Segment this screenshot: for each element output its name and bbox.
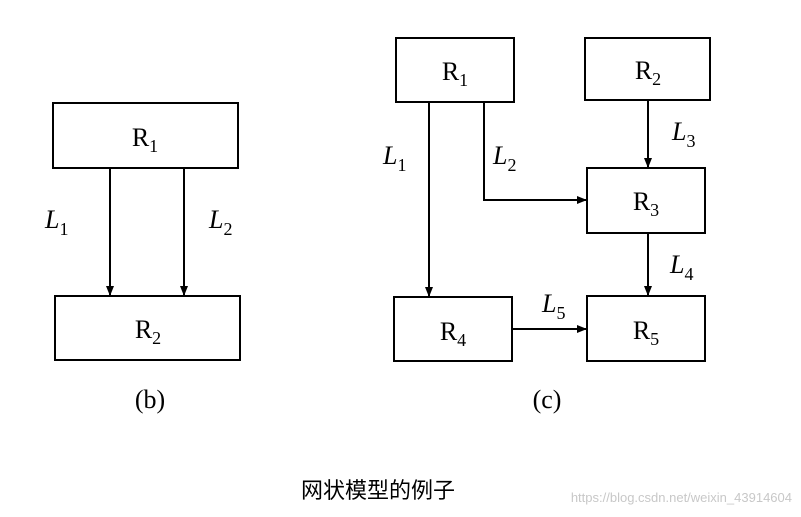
node-b-r2-box xyxy=(54,295,241,361)
panel-c-label: (c) xyxy=(533,385,562,414)
node-b-r2-label: R2 xyxy=(135,315,161,348)
edge-b-l1-label: L1 xyxy=(44,205,68,239)
node-c-r3-box xyxy=(586,167,706,234)
node-c-r2-label: R2 xyxy=(635,56,661,89)
node-b-r1-label: R1 xyxy=(132,123,158,156)
node-c-r1-box xyxy=(395,37,515,103)
edge-c-l2-arrow xyxy=(483,102,587,204)
node-c-r5-box xyxy=(586,295,706,362)
edge-c-l5-label: L5 xyxy=(541,289,565,323)
edge-c-l2-label: L2 xyxy=(492,141,516,175)
watermark-text: https://blog.csdn.net/weixin_43914604 xyxy=(571,490,792,505)
node-c-r4-label: R4 xyxy=(440,317,466,350)
node-c-r5-label: R5 xyxy=(633,316,659,349)
panel-b-label: (b) xyxy=(135,385,165,414)
node-b-r1-box xyxy=(52,102,239,169)
node-c-r1-label: R1 xyxy=(442,57,468,90)
edge-b-l2-label: L2 xyxy=(208,205,232,239)
edge-c-l4-label: L4 xyxy=(669,250,693,284)
node-c-r3-label: R3 xyxy=(633,187,659,220)
figure-caption: 网状模型的例子 xyxy=(301,479,455,504)
diagram-c: R1 R2 R3 R4 R5 L1 L2 L3 L4 L5 (c) xyxy=(382,37,711,414)
edge-c-l3-label: L3 xyxy=(671,117,695,151)
edge-c-l1-label: L1 xyxy=(382,141,406,175)
diagram-b: R1 R2 L1 L2 (b) xyxy=(44,102,241,414)
